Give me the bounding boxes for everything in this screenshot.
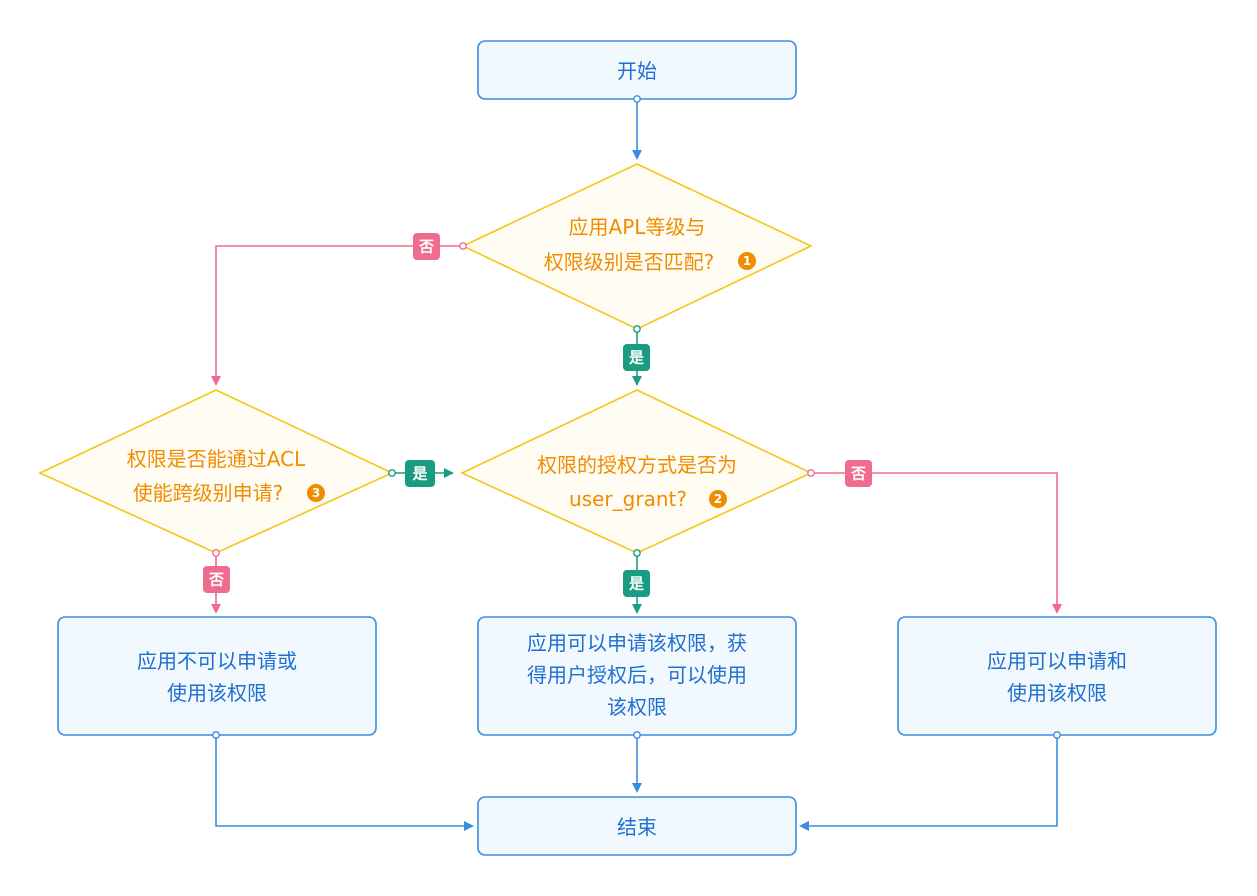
decision-user-grant-marker [709,490,727,508]
decision-acl-line-1: 权限是否能通过ACL [127,447,306,471]
start-node-label: 开始 [617,59,657,83]
end-node-label: 结束 [617,815,657,839]
edge-usergrant-no-to-can [811,472,1062,614]
end-node: 结束 [477,796,797,856]
badge-apl-no: 否 [413,233,440,260]
badge-usergrant-no: 否 [845,460,872,487]
edge-apl-no-to-acl [211,245,463,386]
decision-acl-line-2: 使能跨级别申请? [133,481,284,505]
result-user-grant-node: 应用可以申请该权限，获 得用户授权后，可以使用 该权限 [477,616,797,736]
port-dots [212,95,1061,739]
svg-text:否: 否 [418,238,434,256]
decision-apl-line-2: 权限级别是否匹配? [544,250,715,274]
decision-apl-line-1: 应用APL等级与 [569,215,706,239]
edge-can-to-end [799,735,1058,831]
svg-text:是: 是 [411,465,428,483]
decision-user-grant-line-2: user_grant? [569,487,687,511]
svg-text:是: 是 [628,575,645,593]
badge-usergrant-yes: 是 [623,570,650,597]
decision-apl-marker [738,252,756,270]
result-user-grant-line-3: 该权限 [607,695,667,719]
result-cannot-node: 应用不可以申请或 使用该权限 [57,616,377,736]
badge-acl-no: 否 [203,566,230,593]
result-can-line-1: 应用可以申请和 [987,649,1127,673]
decision-user-grant-marker-number: 2 [714,492,722,506]
result-user-grant-line-2: 得用户授权后，可以使用 [527,663,747,687]
decision-apl: 应用APL等级与 权限级别是否匹配? 1 [461,163,813,330]
decision-acl-marker [307,484,325,502]
decision-apl-marker-number: 1 [743,254,751,268]
result-user-grant-line-1: 应用可以申请该权限，获 [527,631,747,655]
badge-apl-yes: 是 [623,344,650,371]
start-node: 开始 [477,40,797,100]
result-cannot-line-1: 应用不可以申请或 [137,649,297,673]
decision-user-grant: 权限的授权方式是否为 user_grant? 2 [460,389,813,554]
edge-cannot-to-end [215,735,474,831]
result-cannot-line-2: 使用该权限 [167,681,267,705]
decision-user-grant-line-1: 权限的授权方式是否为 [537,453,737,477]
decision-acl-marker-number: 3 [312,486,320,500]
svg-text:是: 是 [628,349,645,367]
result-can-node: 应用可以申请和 使用该权限 [897,616,1217,736]
result-can-line-2: 使用该权限 [1007,681,1107,705]
svg-text:否: 否 [850,465,866,483]
badge-acl-yes: 是 [405,460,435,487]
svg-text:否: 否 [208,571,224,589]
decision-acl: 权限是否能通过ACL 使能跨级别申请? 3 [38,389,394,554]
